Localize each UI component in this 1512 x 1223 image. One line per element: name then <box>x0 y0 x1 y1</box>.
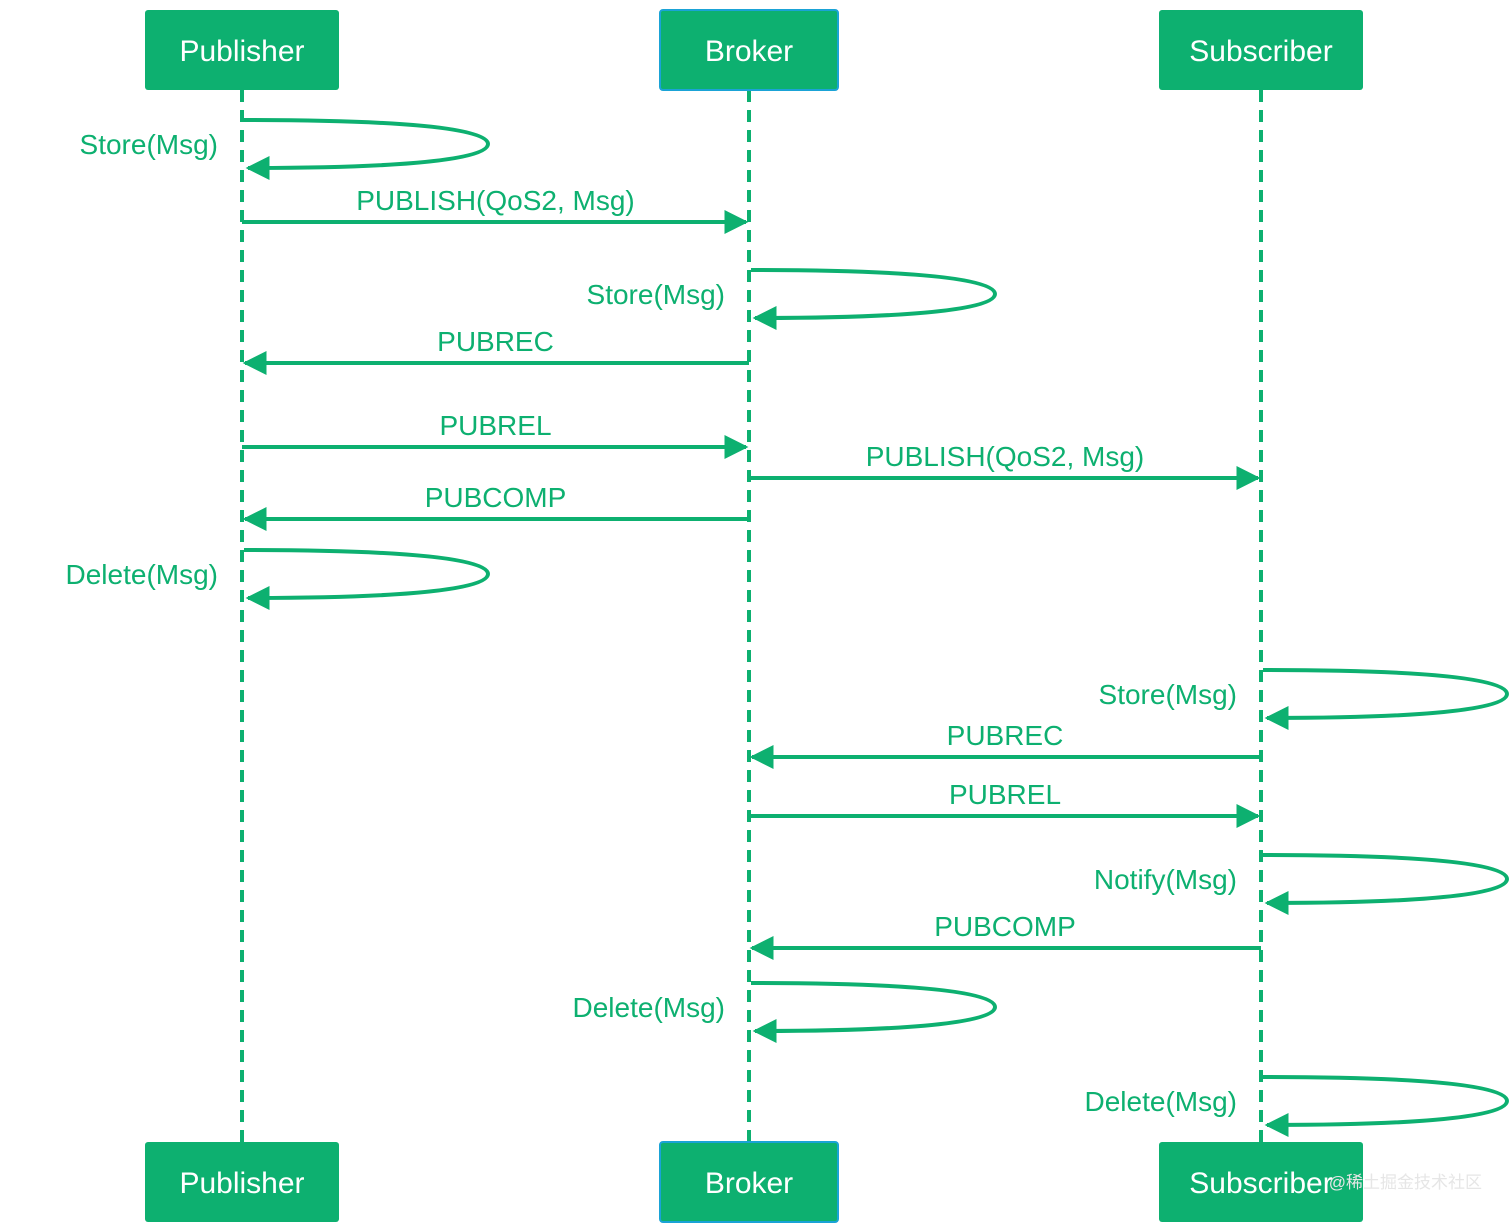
message-label: Store(Msg) <box>80 129 218 160</box>
message-11: PUBREL <box>749 779 1261 828</box>
self-loop-arrow <box>750 268 998 330</box>
message-label: PUBREC <box>437 326 554 357</box>
message-label: PUBCOMP <box>934 911 1076 942</box>
message-label: Store(Msg) <box>587 279 725 310</box>
self-loop-arrow <box>243 548 491 610</box>
message-9: Store(Msg) <box>1099 668 1510 730</box>
actor-label: Subscriber <box>1189 35 1332 68</box>
message-label: PUBREC <box>947 720 1064 751</box>
message-7: PUBCOMP <box>242 482 749 531</box>
actor-box <box>1159 10 1363 90</box>
message-5: PUBREL <box>242 410 749 459</box>
actor-broker-top: Broker <box>659 9 839 91</box>
actor-broker-bottom: Broker <box>659 1141 839 1223</box>
actor-box <box>145 10 339 90</box>
actor-label: Subscriber <box>1189 1167 1332 1200</box>
watermark-text: @稀土掘金技术社区 <box>1329 1173 1482 1192</box>
message-13: PUBCOMP <box>749 911 1261 960</box>
actor-label: Broker <box>705 1167 793 1200</box>
message-3: Store(Msg) <box>587 268 998 330</box>
actor-label: Broker <box>705 35 793 68</box>
message-label: Delete(Msg) <box>573 992 725 1023</box>
actor-subscriber-bottom: Subscriber <box>1159 1142 1363 1222</box>
actor-label: Publisher <box>179 35 304 68</box>
message-label: PUBLISH(QoS2, Msg) <box>866 441 1145 472</box>
actor-subscriber-top: Subscriber <box>1159 10 1363 90</box>
message-6: PUBLISH(QoS2, Msg) <box>749 441 1261 490</box>
message-12: Notify(Msg) <box>1094 853 1510 915</box>
actor-label: Publisher <box>179 1167 304 1200</box>
message-label: PUBLISH(QoS2, Msg) <box>356 185 635 216</box>
self-loop-arrow <box>750 981 998 1043</box>
self-loop-arrow <box>243 118 491 180</box>
actor-box <box>659 1141 839 1223</box>
self-loop-arrow <box>1262 1075 1510 1137</box>
message-10: PUBREC <box>749 720 1261 769</box>
message-14: Delete(Msg) <box>573 981 998 1043</box>
message-label: Notify(Msg) <box>1094 864 1237 895</box>
message-label: Store(Msg) <box>1099 679 1237 710</box>
message-15: Delete(Msg) <box>1085 1075 1510 1137</box>
actor-publisher-bottom: Publisher <box>145 1142 339 1222</box>
actor-box <box>659 9 839 91</box>
message-label: Delete(Msg) <box>1085 1086 1237 1117</box>
message-label: PUBREL <box>439 410 551 441</box>
message-label: PUBCOMP <box>425 482 567 513</box>
message-2: PUBLISH(QoS2, Msg) <box>242 185 749 234</box>
actor-publisher-top: Publisher <box>145 10 339 90</box>
actor-box <box>1159 1142 1363 1222</box>
message-label: PUBREL <box>949 779 1061 810</box>
self-loop-arrow <box>1262 853 1510 915</box>
message-1: Store(Msg) <box>80 118 491 180</box>
message-8: Delete(Msg) <box>66 548 491 610</box>
message-label: Delete(Msg) <box>66 559 218 590</box>
message-4: PUBREC <box>242 326 749 375</box>
actor-box <box>145 1142 339 1222</box>
self-loop-arrow <box>1262 668 1510 730</box>
